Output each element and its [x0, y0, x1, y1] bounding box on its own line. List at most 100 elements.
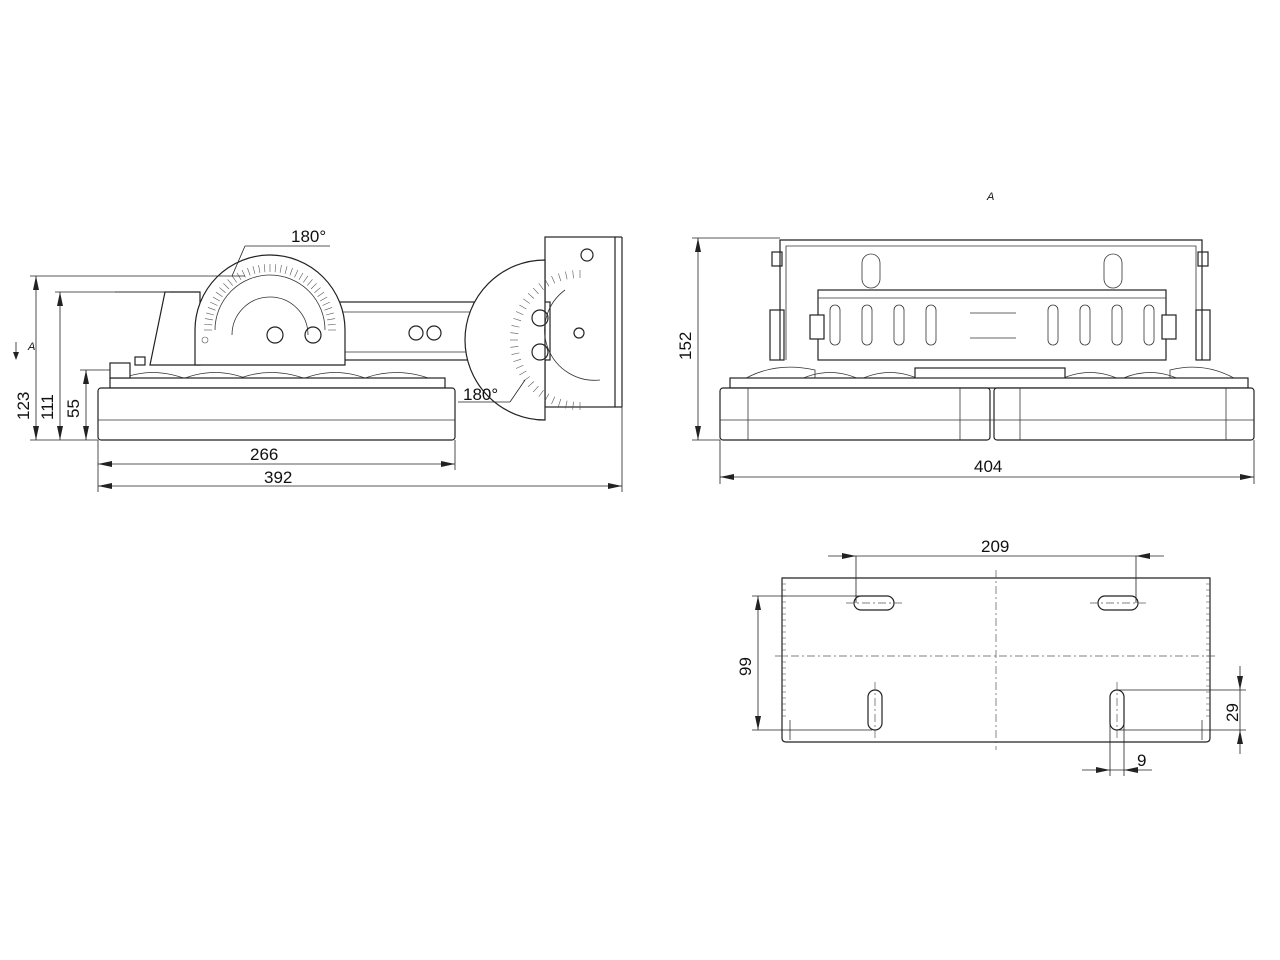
- scale-tick: [310, 283, 317, 290]
- bracket-plan-view: 209 99 29 9: [736, 537, 1246, 776]
- scale-tick: [572, 270, 574, 279]
- angle-scale-side: [510, 270, 581, 410]
- scale-tick: [538, 283, 544, 291]
- scale-tick: [515, 364, 524, 369]
- scale-tick: [231, 275, 237, 283]
- vent-slot: [893, 304, 905, 346]
- u-bracket: [769, 239, 1211, 361]
- scale-tick: [519, 370, 527, 376]
- scale-tick: [247, 267, 251, 276]
- scale-tick: [252, 266, 256, 275]
- scale-tick: [523, 298, 531, 304]
- dim-height-housing: 55: [64, 399, 83, 418]
- vent-slot: [861, 304, 873, 346]
- scale-tick: [527, 292, 535, 299]
- scale-tick: [551, 275, 556, 284]
- scale-tick: [223, 283, 230, 290]
- scale-tick: [544, 393, 550, 401]
- led-modules-front: [729, 366, 1249, 389]
- scale-tick: [558, 273, 562, 282]
- scale-tick: [551, 396, 556, 405]
- dim-overall-length: 392: [264, 468, 292, 487]
- scale-tick: [204, 318, 213, 321]
- driver-slots: [829, 304, 1155, 346]
- rotation-disc-top: [194, 254, 346, 366]
- angle-side-rotation: 180°: [463, 385, 498, 404]
- scale-tick: [511, 325, 520, 328]
- vent-slot: [829, 304, 841, 346]
- scale-tick: [289, 267, 293, 276]
- vent-slot: [1047, 304, 1059, 346]
- scale-tick: [327, 323, 336, 326]
- scale-tick: [263, 264, 266, 273]
- dim-front-width: 404: [974, 457, 1002, 476]
- scale-tick: [294, 270, 299, 278]
- scale-tick: [320, 296, 328, 302]
- scale-tick: [212, 296, 220, 302]
- dim-front-height: 152: [676, 332, 695, 360]
- scale-tick: [219, 287, 226, 293]
- scale-tick: [227, 279, 233, 286]
- side-bolts: [809, 314, 1177, 340]
- housing-top: [115, 291, 201, 366]
- housing-body: [97, 387, 456, 441]
- scale-tick: [303, 275, 309, 283]
- scale-tick: [519, 304, 527, 310]
- dim-slot-spacing: 209: [981, 537, 1009, 556]
- view-marker-a: A: [27, 341, 35, 353]
- scale-tick: [538, 389, 544, 397]
- scale-tick: [510, 346, 519, 348]
- dim-height-total: 123: [14, 392, 33, 420]
- side-dimensions: 392 266 123 111 55: [13, 227, 623, 492]
- dim-height-mid: 111: [38, 394, 57, 420]
- vent-slot: [925, 304, 937, 346]
- scale-tick: [572, 401, 574, 410]
- scale-tick: [298, 272, 304, 280]
- dim-slot-vertical: 99: [736, 657, 755, 676]
- scale-tick: [565, 271, 568, 280]
- scale-tick: [513, 358, 522, 362]
- scale-tick: [215, 291, 223, 297]
- scale-tick: [284, 266, 288, 275]
- scale-tick: [204, 323, 213, 326]
- scale-tick: [322, 301, 330, 306]
- scale-tick: [258, 264, 261, 273]
- scale-tick: [510, 332, 519, 334]
- dim-housing-length: 266: [250, 445, 278, 464]
- scale-tick: [513, 318, 522, 322]
- scale-tick: [324, 307, 333, 311]
- scale-tick: [544, 279, 550, 287]
- front-dimensions: 404 152: [676, 237, 1255, 484]
- scale-tick: [206, 312, 215, 316]
- scale-tick: [532, 385, 539, 393]
- scale-tick: [279, 264, 282, 273]
- scale-tick: [314, 287, 321, 293]
- vent-slot: [1111, 304, 1123, 346]
- dim-slot-width: 9: [1137, 751, 1146, 770]
- vent-slot: [1143, 304, 1155, 346]
- dim-slot-length: 29: [1223, 703, 1242, 722]
- front-view: A: [676, 191, 1255, 484]
- vent-slot: [1079, 304, 1091, 346]
- scale-tick: [274, 264, 277, 273]
- angle-top-rotation: 180°: [291, 227, 326, 246]
- scale-tick: [207, 307, 216, 311]
- scale-tick: [558, 398, 562, 407]
- scale-tick: [307, 279, 313, 286]
- scale-tick: [565, 400, 568, 409]
- driver-box: [817, 289, 1167, 361]
- scale-tick: [317, 291, 325, 297]
- scale-tick: [527, 381, 535, 388]
- scale-tick: [515, 311, 524, 316]
- housing-body-front: [719, 387, 1255, 441]
- angle-scale-top: [204, 264, 336, 331]
- bracket-dimensions: 209 99 29 9: [736, 537, 1246, 776]
- side-view: 392 266 123 111 55: [13, 227, 623, 492]
- scale-tick: [532, 287, 539, 295]
- front-view-label: A: [986, 191, 994, 203]
- scale-tick: [210, 301, 218, 306]
- edge-ticks-right: [1206, 583, 1210, 717]
- edge-ticks-left: [782, 583, 786, 717]
- scale-tick: [327, 318, 336, 321]
